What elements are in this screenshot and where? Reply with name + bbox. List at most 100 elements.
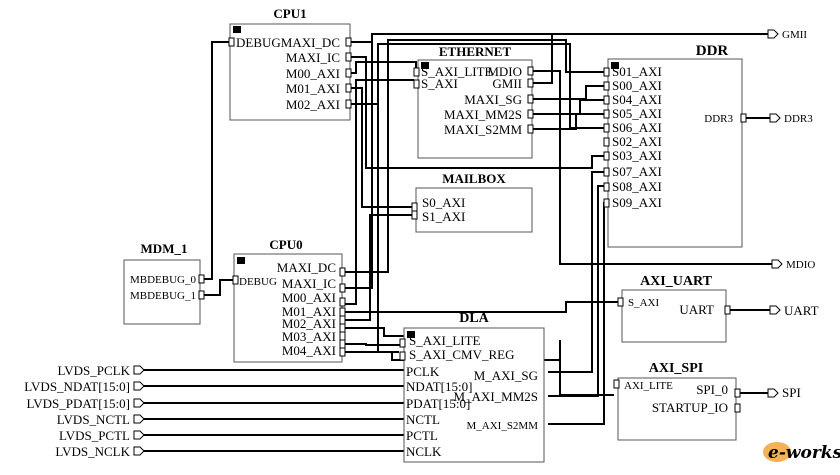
dla-port-pdat: PDAT[15:0]: [406, 396, 470, 411]
mailbox-block[interactable]: MAILBOX S0_AXI S1_AXI: [411, 171, 533, 233]
cpu1-block[interactable]: CPU1 DEBUG MAXI_DC MAXI_IC M00_AXI M01_A…: [228, 6, 352, 121]
port-lvds-pdat[interactable]: LVDS_PDAT[15:0]: [26, 396, 145, 411]
mdm-title: MDM_1: [141, 241, 188, 256]
axi-spi-title: AXI_SPI: [649, 361, 703, 376]
ethernet-block[interactable]: ETHERNET S_AXI_LITE S_AXI MDIO GMII MAXI…: [413, 44, 534, 159]
svg-text:LVDS_PCTL: LVDS_PCTL: [59, 428, 130, 443]
dla-port-ndat: NDAT[15:0]: [406, 379, 472, 394]
axi-spi-port-spi-0: SPI_0: [696, 382, 728, 397]
dla-port-nclk: NCLK: [406, 444, 442, 459]
svg-text:GMII: GMII: [782, 29, 807, 41]
port-lvds-pclk[interactable]: LVDS_PCLK: [58, 363, 145, 378]
svg-text:LVDS_NCLK: LVDS_NCLK: [55, 444, 130, 459]
watermark-text: e-works: [768, 443, 840, 463]
ddr-port-s00-axi: S00_AXI: [612, 78, 662, 93]
dla-port-m-axi-sg: M_AXI_SG: [474, 368, 538, 383]
dla-block[interactable]: DLA S_AXI_LITE S_AXI_CMV_REG PCLK NDAT[1…: [399, 311, 545, 463]
ddr-port-s08-axi: S08_AXI: [612, 179, 662, 194]
dla-title: DLA: [459, 311, 489, 326]
ethernet-port-maxi-mm2s: MAXI_MM2S: [444, 107, 522, 122]
cpu0-port-maxi-ic: MAXI_IC: [282, 276, 336, 291]
port-lvds-pctl[interactable]: LVDS_PCTL: [59, 428, 145, 443]
ddr-port-s02-axi: S02_AXI: [612, 134, 662, 149]
dla-port-s-axi-cmv-reg: S_AXI_CMV_REG: [409, 347, 514, 362]
block-menu-icon: [421, 62, 429, 69]
ethernet-port-s-axi: S_AXI: [421, 76, 458, 91]
ddr-port-s06-axi: S06_AXI: [612, 120, 662, 135]
ddr-port-s07-axi: S07_AXI: [612, 164, 662, 179]
cpu1-port-m00-axi: M00_AXI: [286, 66, 340, 81]
svg-text:MDIO: MDIO: [786, 259, 815, 271]
cpu1-port-m02-axi: M02_AXI: [286, 97, 340, 112]
block-menu-icon: [407, 331, 415, 338]
axi-spi-port-startup-io: STARTUP_IO: [652, 400, 728, 415]
ethernet-title: ETHERNET: [439, 44, 512, 59]
mailbox-port-s1-axi: S1_AXI: [422, 209, 465, 224]
svg-text:LVDS_NDAT[15:0]: LVDS_NDAT[15:0]: [24, 379, 130, 394]
ddr-port-s03-axi: S03_AXI: [612, 148, 662, 163]
cpu0-port-m04-axi: M04_AXI: [282, 343, 336, 358]
dla-port-nctl: NCTL: [406, 412, 440, 427]
port-lvds-nclk[interactable]: LVDS_NCLK: [55, 444, 145, 459]
wires: [140, 33, 772, 452]
svg-text:LVDS_PDAT[15:0]: LVDS_PDAT[15:0]: [26, 396, 130, 411]
axi-uart-port-uart: UART: [679, 302, 714, 317]
port-lvds-ndat[interactable]: LVDS_NDAT[15:0]: [24, 379, 145, 394]
external-ports: GMII DDR3 MDIO UART SPI LVDS_PCLK LVDS_N…: [24, 29, 818, 459]
ddr-port-s01-axi: S01_AXI: [612, 64, 662, 79]
dla-port-pctl: PCTL: [406, 428, 438, 443]
block-menu-icon: [611, 62, 619, 69]
port-uart[interactable]: UART: [769, 303, 819, 318]
dla-port-pclk: PCLK: [406, 364, 440, 379]
cpu1-port-m01-axi: M01_AXI: [286, 81, 340, 96]
ddr-block[interactable]: DDR S01_AXI S00_AXI S04_AXI S05_AXI S06_…: [603, 43, 747, 248]
cpu0-title: CPU0: [269, 237, 302, 252]
port-mdio[interactable]: MDIO: [771, 259, 815, 271]
cpu0-port-debug: DEBUG: [239, 276, 277, 288]
axi-uart-port-s-axi: S_AXI: [628, 297, 660, 309]
ethernet-port-mdio: MDIO: [487, 64, 522, 79]
cpu1-port-debug: DEBUG: [236, 35, 281, 50]
mdm-port-mbdebug-1: MBDEBUG_1: [130, 290, 196, 302]
ddr-port-ddr3: DDR3: [704, 113, 733, 125]
cpu1-title: CPU1: [273, 6, 306, 21]
dla-port-m-axi-s2mm: M_AXI_S2MM: [466, 420, 538, 432]
svg-text:UART: UART: [784, 303, 819, 318]
cpu0-port-m03-axi: M03_AXI: [282, 329, 336, 344]
cpu0-block[interactable]: CPU0 DEBUG MAXI_DC MAXI_IC M00_AXI M01_A…: [232, 237, 346, 363]
ddr-port-s05-axi: S05_AXI: [612, 106, 662, 121]
ethernet-port-maxi-s2mm: MAXI_S2MM: [444, 122, 522, 137]
dla-port-m-axi-mm2s: M_AXI_MM2S: [453, 389, 538, 404]
mailbox-port-s0-axi: S0_AXI: [422, 195, 465, 210]
ethernet-port-gmii: GMII: [492, 76, 522, 91]
cpu1-port-maxi-ic: MAXI_IC: [286, 50, 340, 65]
svg-text:SPI: SPI: [782, 385, 801, 400]
ddr-port-s09-axi: S09_AXI: [612, 195, 662, 210]
watermark: e-works: [763, 442, 840, 463]
port-ddr3[interactable]: DDR3: [769, 113, 813, 125]
watermark-logo-icon: [763, 442, 791, 462]
ddr-title: DDR: [696, 43, 729, 59]
port-lvds-nctl[interactable]: LVDS_NCTL: [57, 412, 145, 427]
dla-port-s-axi-lite: S_AXI_LITE: [409, 333, 481, 348]
ethernet-port-maxi-sg: MAXI_SG: [464, 92, 522, 107]
axi-spi-block[interactable]: AXI_SPI AXI_LITE SPI_0 STARTUP_IO: [613, 361, 741, 441]
port-spi[interactable]: SPI: [767, 385, 801, 400]
cpu1-port-maxi-dc: MAXI_DC: [281, 35, 340, 50]
block-menu-icon: [237, 257, 245, 264]
cpu0-port-maxi-dc: MAXI_DC: [277, 260, 336, 275]
svg-text:DDR3: DDR3: [784, 113, 813, 125]
cpu0-port-m02-axi: M02_AXI: [282, 316, 336, 331]
svg-text:LVDS_PCLK: LVDS_PCLK: [58, 363, 131, 378]
mdm-block[interactable]: MDM_1 MBDEBUG_0 MBDEBUG_1: [123, 241, 205, 325]
port-gmii[interactable]: GMII: [767, 29, 807, 41]
ddr-port-s04-axi: S04_AXI: [612, 92, 662, 107]
block-menu-icon: [233, 26, 241, 33]
axi-uart-block[interactable]: AXI_UART S_AXI UART: [617, 274, 731, 343]
cpu0-port-m00-axi: M00_AXI: [282, 290, 336, 305]
mdm-port-mbdebug-0: MBDEBUG_0: [130, 274, 197, 286]
svg-text:LVDS_NCTL: LVDS_NCTL: [57, 412, 130, 427]
axi-uart-title: AXI_UART: [640, 274, 713, 289]
mailbox-title: MAILBOX: [442, 171, 506, 186]
